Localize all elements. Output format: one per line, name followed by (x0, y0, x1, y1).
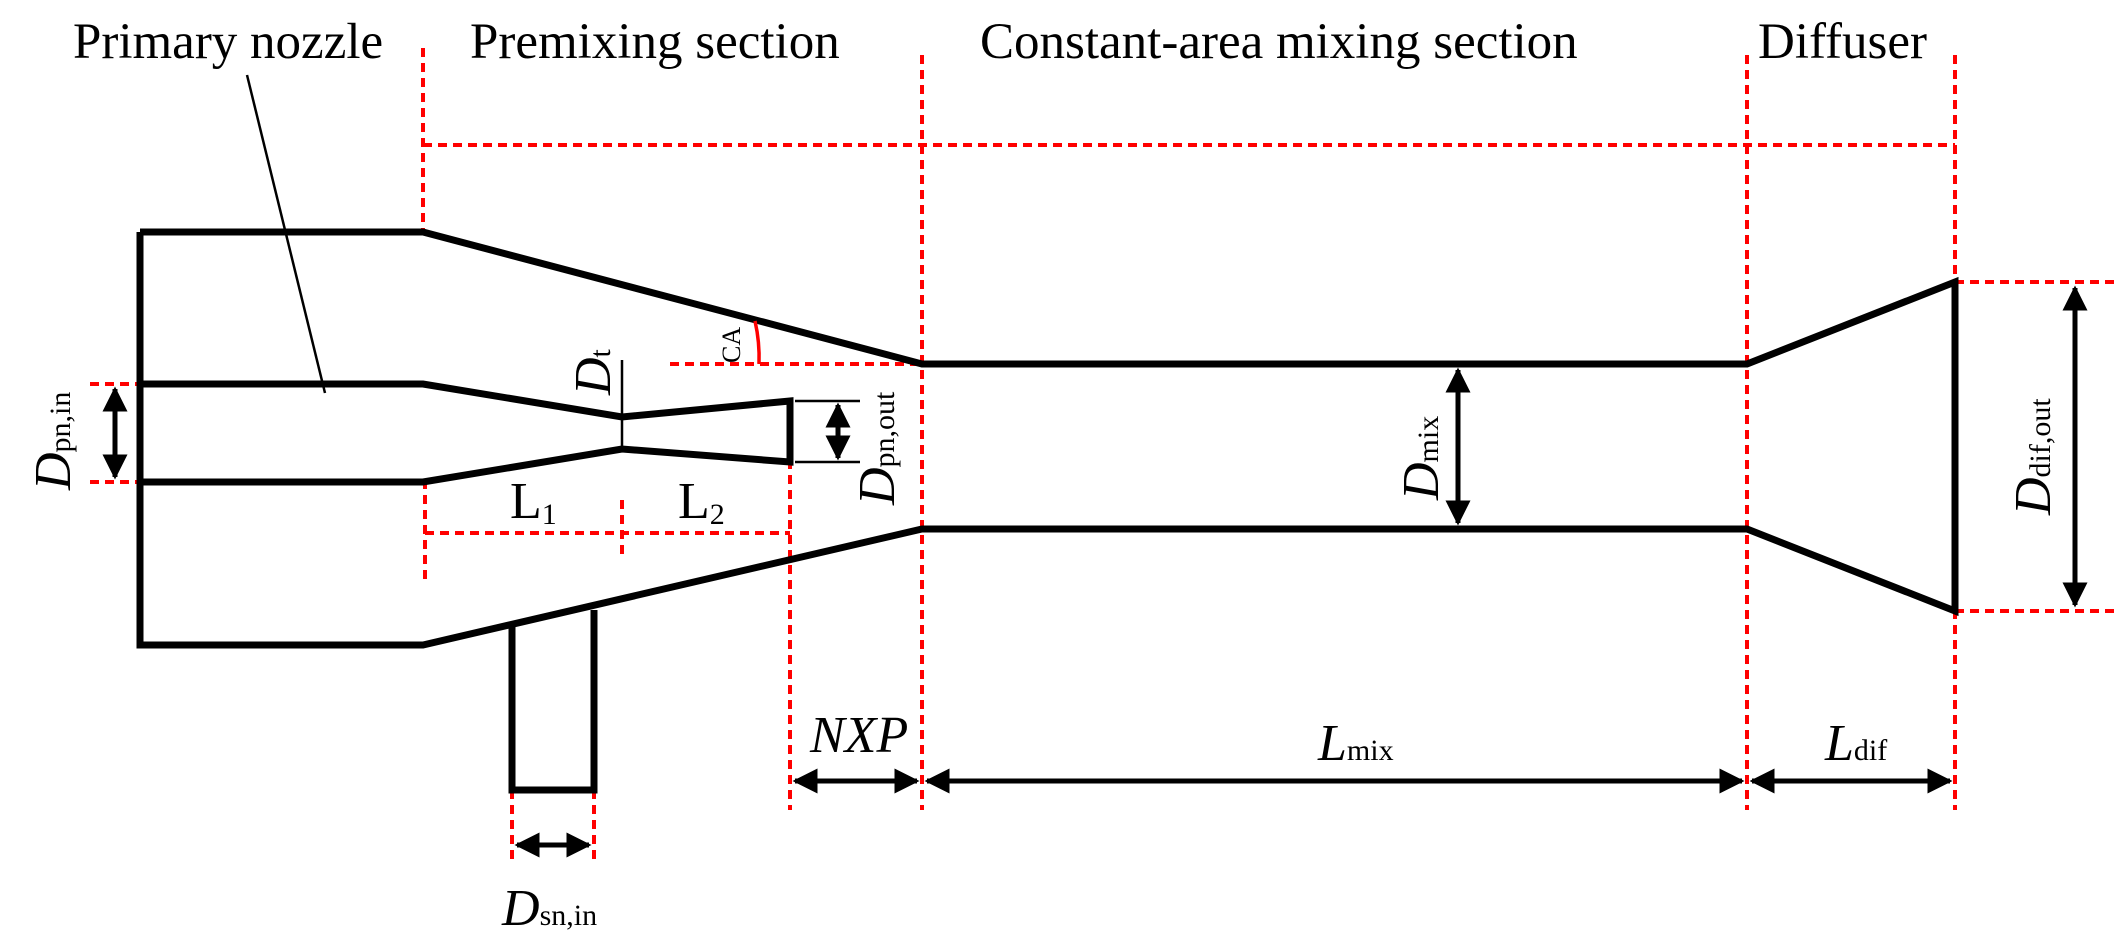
l2-label: L2 (678, 473, 725, 531)
primary-nozzle-top-wall (140, 380, 794, 486)
lmix-label: Lmix (1317, 715, 1394, 772)
label-diffuser: Diffuser (1758, 14, 1927, 70)
dt-label: Dt (565, 348, 622, 396)
dpn-out-label: Dpn,out (849, 391, 906, 506)
label-mixing-section: Constant-area mixing section (980, 14, 1578, 70)
dimension-arrows (102, 285, 2088, 858)
dpn-in-label: Dpn,in (25, 392, 82, 491)
ldif-label: Ldif (1824, 715, 1887, 772)
l1-label: L1 (510, 473, 557, 531)
dmix-label: Dmix (1393, 416, 1450, 501)
ejector-body (136, 228, 1959, 794)
secondary-inlet-pipe (508, 610, 598, 794)
outer-body-top-wall (136, 228, 1959, 649)
ca-angle-arc (753, 320, 761, 365)
dsn-in-label: Dsn,in (501, 880, 597, 937)
ca-label: CA (717, 327, 746, 363)
label-primary-nozzle: Primary nozzle (73, 14, 383, 70)
ddif-out-label: Ddif,out (2005, 398, 2062, 516)
label-premixing-section: Premixing section (470, 14, 840, 70)
nxp-label: NXP (809, 707, 908, 764)
reference-lines (90, 48, 2115, 860)
